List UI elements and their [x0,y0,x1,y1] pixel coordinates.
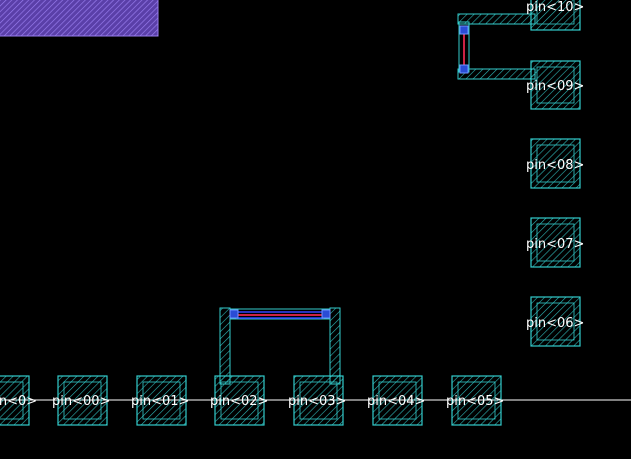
pin-label: pin<03> [288,394,346,409]
pin-label: pin<02> [210,394,268,409]
pin-label: pin<10> [526,0,584,15]
pin-label: pin<08> [526,158,584,173]
bottom-route [219,307,341,385]
pin-pad[interactable]: pin<02> [210,375,268,426]
pin-label: pin<0> [0,394,37,409]
metal-region [0,0,159,37]
pin-label: pin<07> [526,237,584,252]
pin-pad[interactable]: pin<06> [526,296,584,347]
pin-pad[interactable]: pin<0> [0,375,37,426]
pin-pad[interactable]: pin<09> [526,60,584,110]
pin-pad[interactable]: pin<03> [288,375,346,426]
pin-label: pin<06> [526,316,584,331]
via [459,25,469,35]
pin-pad[interactable]: pin<07> [526,217,584,268]
pin-pad[interactable]: pin<10> [526,0,584,31]
pin-label: pin<04> [367,394,425,409]
top-right-route [457,13,536,80]
via [229,309,239,319]
pin-pad[interactable]: pin<04> [367,375,425,426]
pin-pad[interactable]: pin<05> [446,375,504,426]
pin-pad[interactable]: pin<01> [131,375,189,426]
pin-label: pin<01> [131,394,189,409]
pin-label: pin<00> [52,394,110,409]
pin-label: pin<05> [446,394,504,409]
pin-pad[interactable]: pin<00> [52,375,110,426]
pin-pad[interactable]: pin<08> [526,138,584,189]
via [459,64,469,74]
pin-label: pin<09> [526,79,584,94]
via [321,309,331,319]
